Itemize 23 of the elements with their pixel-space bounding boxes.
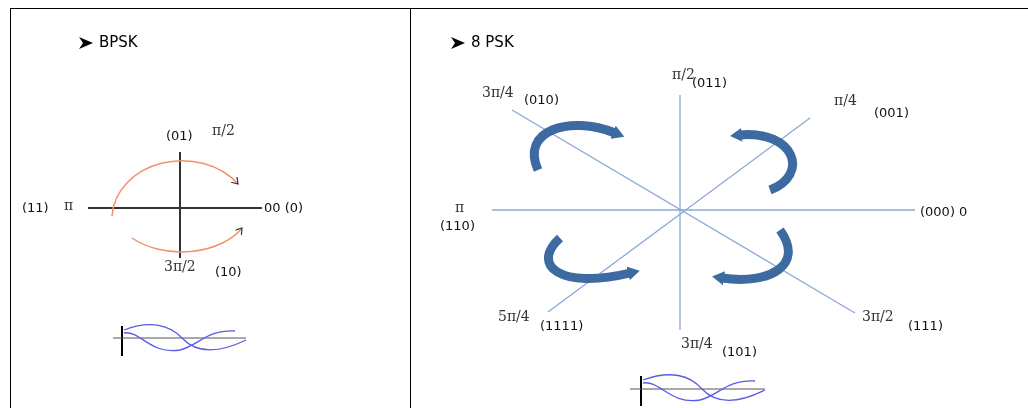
phase-angle: 3π/2 bbox=[862, 308, 894, 324]
bit-label: 00 (0) bbox=[264, 200, 304, 215]
bit-label: (11) bbox=[22, 200, 49, 215]
phase-angle: 3π/4 bbox=[681, 335, 713, 351]
panel-title: BPSK bbox=[99, 33, 138, 51]
phase-angle: π/4 bbox=[834, 92, 857, 108]
panel bbox=[10, 8, 411, 408]
panel-title: 8 PSK bbox=[471, 33, 514, 51]
bit-label: (01) bbox=[166, 128, 193, 143]
bit-label: (101) bbox=[722, 344, 757, 359]
phase-angle: 3π/2 bbox=[164, 258, 196, 274]
bit-label: (111) bbox=[908, 318, 943, 333]
phase-angle: π bbox=[455, 199, 465, 215]
bit-label: (001) bbox=[874, 105, 909, 120]
bit-label: (1111) bbox=[540, 318, 584, 333]
phase-angle: π bbox=[64, 197, 74, 213]
phase-angle: 5π/4 bbox=[498, 308, 530, 324]
phase-angle: 3π/4 bbox=[482, 84, 514, 100]
bit-label: (000) 0 bbox=[920, 204, 968, 219]
bit-label: (10) bbox=[215, 264, 242, 279]
bit-label: (010) bbox=[524, 92, 559, 107]
bit-label: (110) bbox=[440, 218, 475, 233]
phase-angle: π/2 bbox=[212, 122, 235, 138]
